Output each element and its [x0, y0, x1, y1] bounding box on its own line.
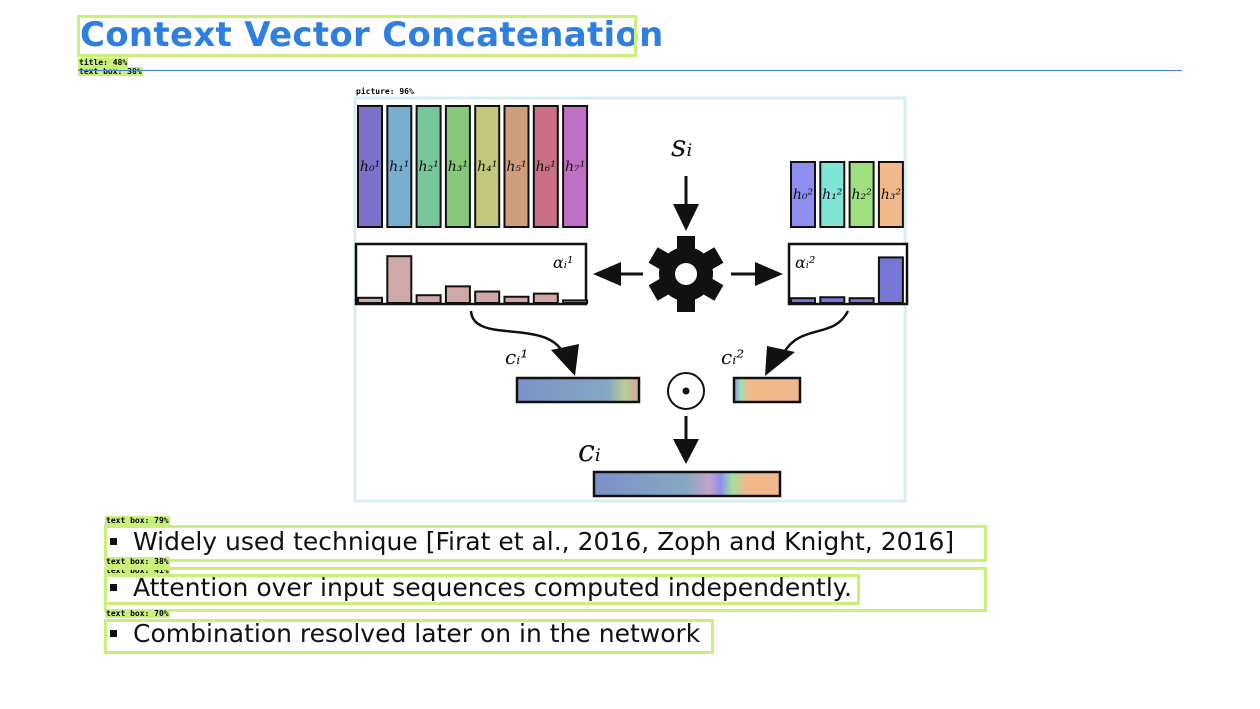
bullet-1: Widely used technique [Firat et al., 201…	[110, 527, 954, 556]
title-text-detection-tag: text box: 38%	[78, 67, 143, 76]
attention1-bar	[357, 296, 383, 305]
bullet-3-detection-tag: text box: 70%	[105, 609, 170, 618]
encoder1-state-label: h₄¹	[477, 159, 497, 175]
encoder1-state	[444, 105, 471, 228]
encoder1-state-label: h₃¹	[448, 159, 468, 175]
decoder-state-label: sᵢ	[671, 129, 692, 164]
attention1-label: αᵢ¹	[553, 253, 573, 272]
context2-vector	[732, 376, 802, 404]
encoder2-state	[819, 161, 846, 228]
gear-icon	[648, 236, 724, 312]
encoder2-state	[848, 161, 875, 228]
bullet-1-detection-box	[104, 525, 987, 562]
encoder2-state-label: h₀²	[793, 187, 814, 203]
context2-label: cᵢ²	[721, 345, 744, 369]
picture-detection-tag: picture: 96%	[356, 87, 414, 96]
attention2-bar	[848, 297, 875, 304]
encoder2-state-label: h₃²	[881, 187, 902, 203]
attention2-label: αᵢ²	[795, 253, 815, 272]
title-detection-box	[77, 15, 637, 57]
arrowhead	[593, 262, 621, 286]
bullet-1-detection-tag: text box: 79%	[105, 516, 170, 525]
arrowhead	[673, 439, 699, 464]
encoder1-state-label: h₅¹	[506, 159, 526, 175]
attention2-bar	[790, 297, 816, 304]
encoder1-state	[474, 105, 501, 228]
encoder1-state	[532, 105, 559, 228]
encoder1-state-label: h₆¹	[536, 159, 556, 175]
arrow-attention2-to-context2	[779, 310, 850, 359]
bullet-3-detection-box	[104, 619, 714, 654]
context-label: cᵢ	[578, 434, 601, 469]
attention1-bar	[503, 295, 530, 304]
bullet-2-inner-detection-box	[104, 574, 860, 605]
arrow-attention1-to-context1	[469, 310, 567, 359]
bullet-2: Attention over input sequences computed …	[110, 573, 852, 602]
attention1-bar	[562, 299, 589, 304]
encoder2-state	[790, 161, 816, 228]
arrowhead	[673, 204, 699, 231]
encoder2-state-label: h₁²	[822, 187, 843, 203]
arrowhead	[551, 344, 579, 376]
attention1-bar	[474, 290, 501, 304]
bullet-marker	[110, 583, 117, 591]
encoder1-state-label: h₁¹	[389, 159, 409, 175]
arrowhead	[755, 262, 783, 286]
encoder2-state	[877, 161, 904, 228]
encoder1-state	[386, 105, 413, 228]
encoder1-state-label: h₀¹	[360, 159, 380, 175]
encoder1-state	[562, 105, 589, 228]
bullet-marker	[110, 629, 117, 637]
arrowhead	[765, 346, 795, 376]
encoder1-state	[415, 105, 442, 228]
bullet-marker	[110, 537, 117, 545]
attention2-bar	[877, 256, 904, 304]
title-underline	[78, 70, 1182, 71]
bullet-2b-detection-tag: text box: 41%	[105, 566, 170, 575]
attention1-bar	[532, 292, 559, 304]
encoder1-state-label: h₇¹	[565, 159, 585, 175]
encoder2-state-label: h₂²	[851, 187, 872, 203]
attention1-bar	[386, 255, 413, 304]
context1-label: cᵢ¹	[505, 345, 528, 369]
attention1-bar	[444, 285, 471, 304]
attention-diagram: h₀¹ h₁¹ h₂¹ h₃¹ h₄¹ h₅¹ h₆¹ h₇¹ h₀² h₁² h₂² h₃² αᵢ…	[353, 96, 909, 503]
bullet-2a-detection-tag: text box: 38%	[105, 557, 170, 566]
attention2-bar	[819, 296, 846, 305]
title-detection-tag: title: 48%	[78, 58, 129, 67]
attention1-bar	[415, 294, 442, 304]
context-vector	[592, 470, 782, 498]
encoder1-state	[357, 105, 383, 228]
encoder1-state-label: h₂¹	[418, 159, 438, 175]
context1-vector	[515, 376, 641, 404]
bullet-3: Combination resolved later on in the net…	[110, 619, 700, 648]
encoder1-state	[503, 105, 530, 228]
slide-title: Context Vector Concatenation	[80, 15, 664, 55]
